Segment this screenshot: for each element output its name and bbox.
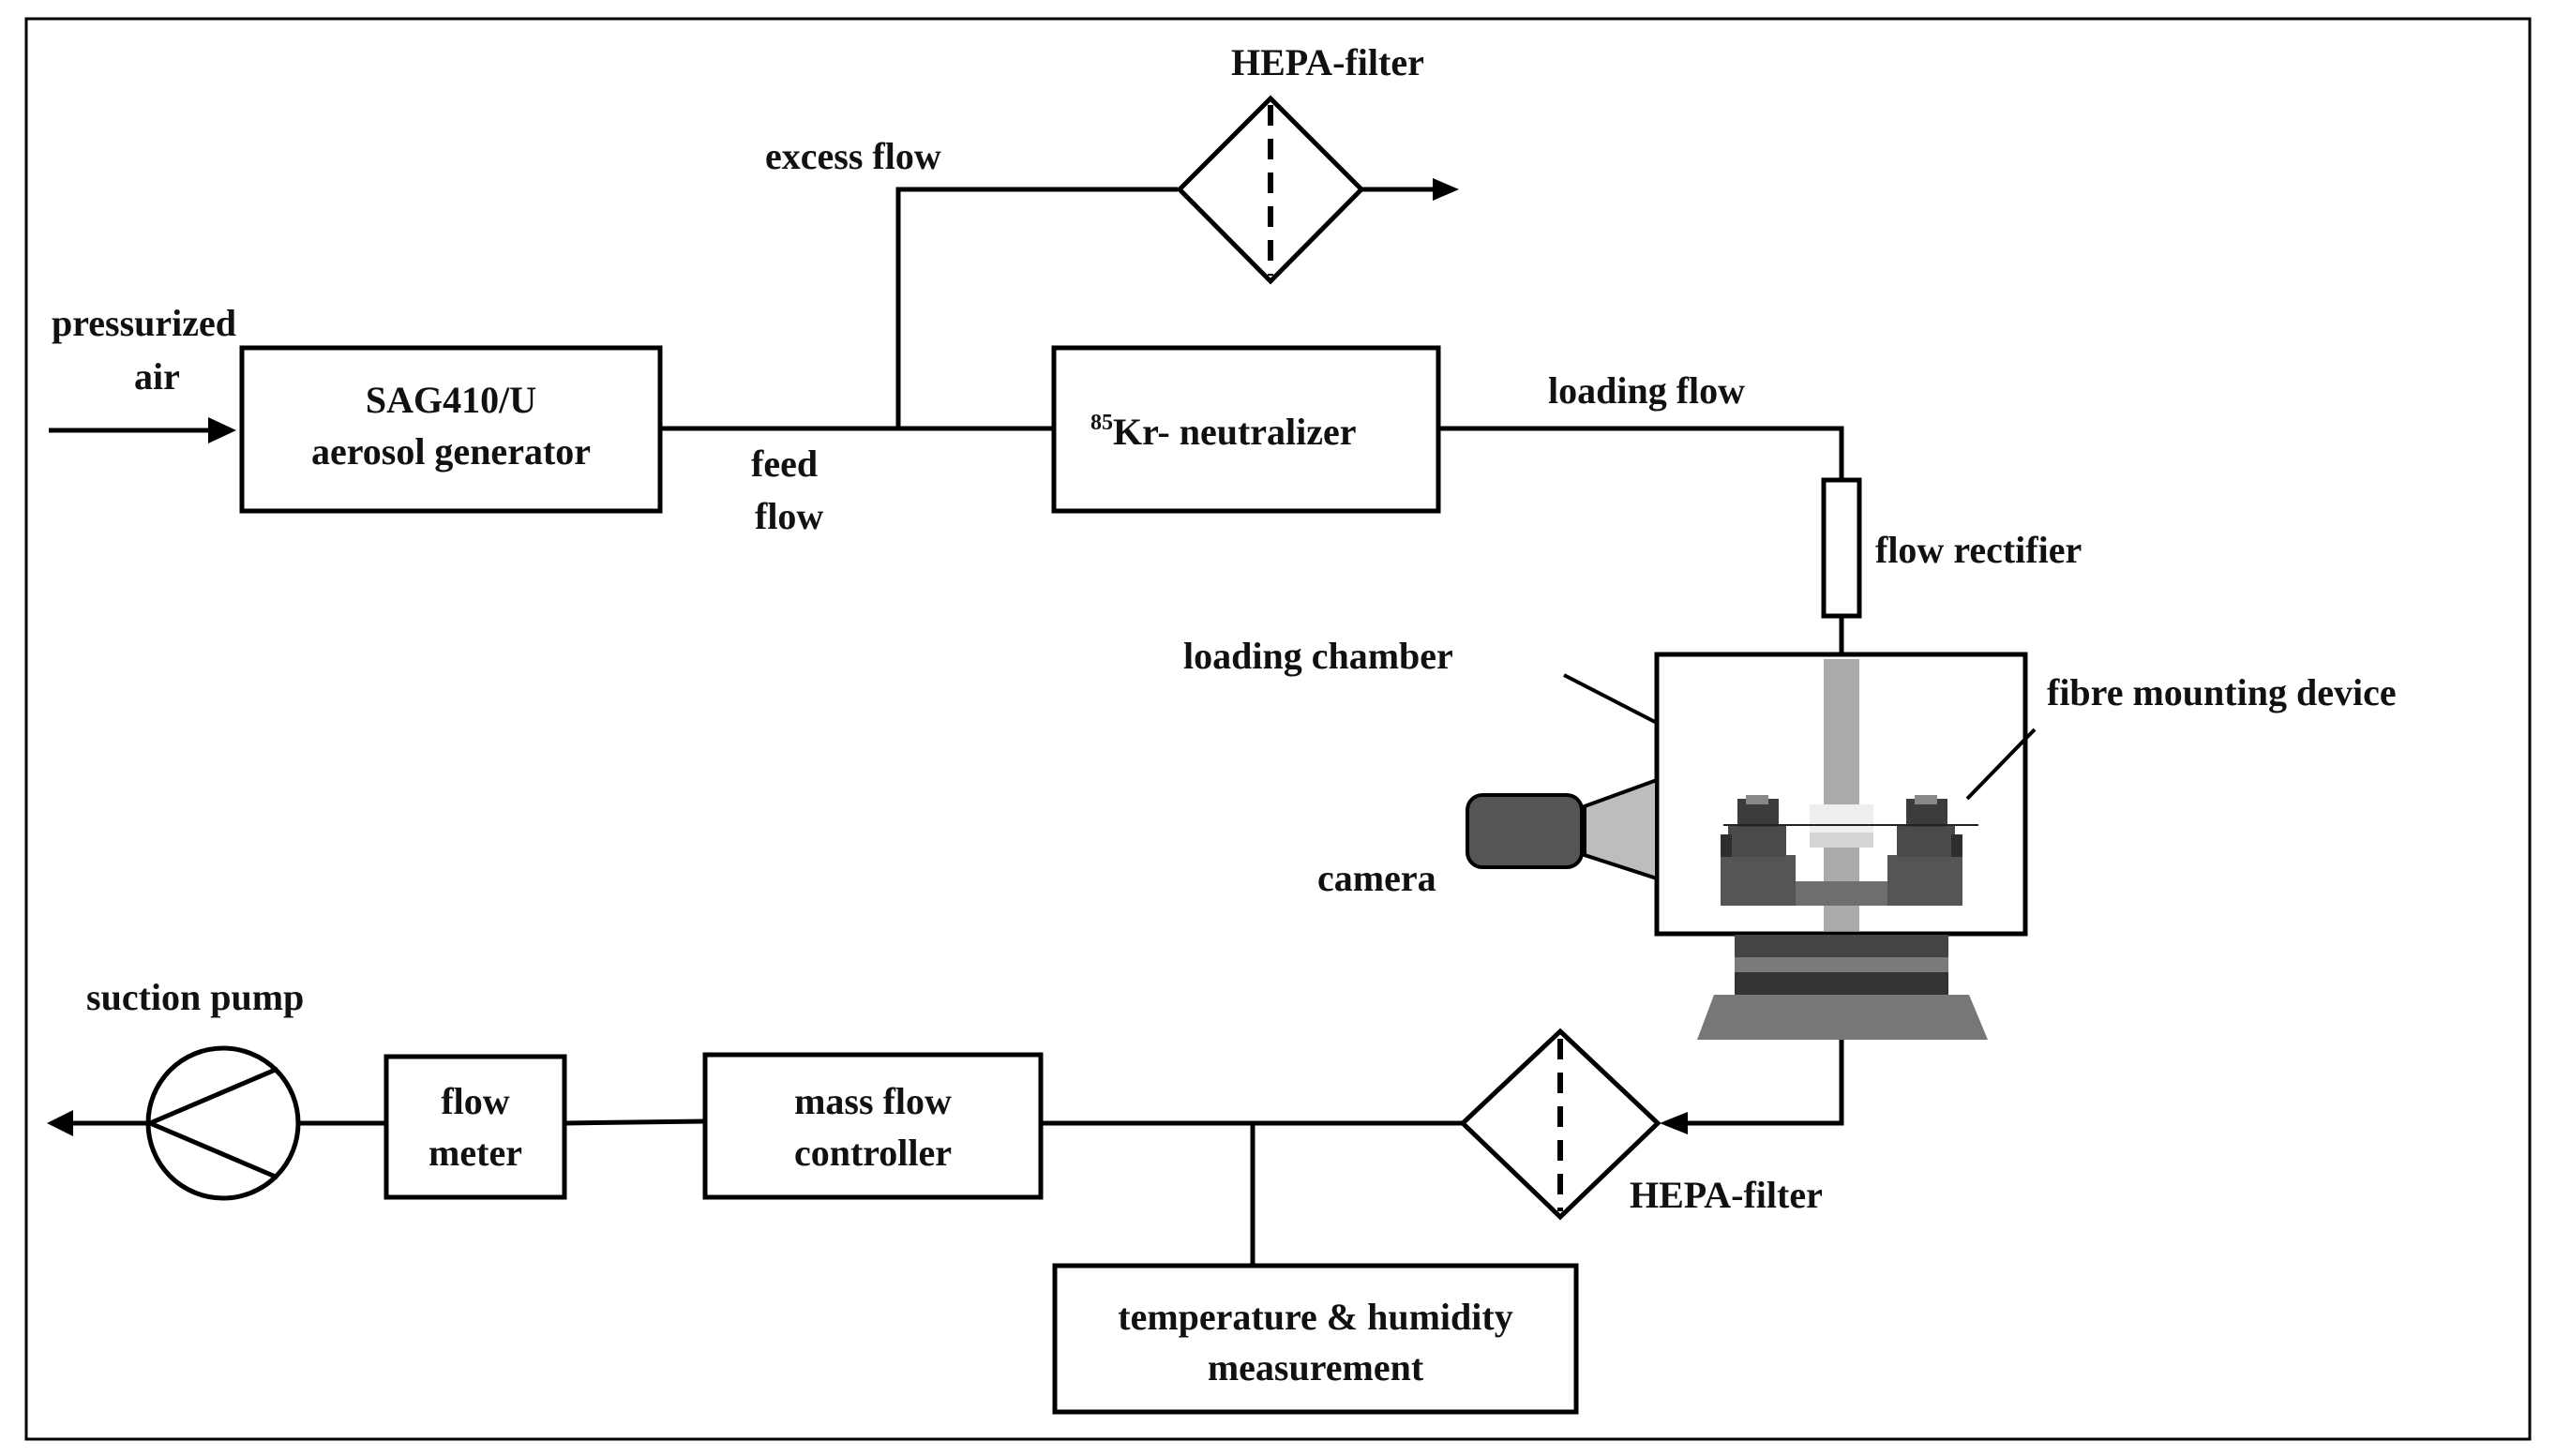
stand-base xyxy=(1697,995,1988,1040)
mount-left-mid xyxy=(1728,825,1786,857)
fibre-mounting-device xyxy=(1721,795,1978,906)
flow-meter-box xyxy=(383,1054,567,1200)
flow-meter-label-1: flow xyxy=(441,1080,509,1122)
mount-left-cap xyxy=(1746,795,1768,804)
feed-flow-label-1: feed xyxy=(751,443,818,485)
mount-left-side xyxy=(1721,834,1732,857)
camera-body xyxy=(1466,793,1584,869)
mass-flow-label-2: controller xyxy=(794,1132,952,1174)
mount-right-side xyxy=(1951,834,1962,857)
temp-humidity-label-2: measurement xyxy=(1208,1346,1424,1388)
flow-rectifier-label: flow rectifier xyxy=(1875,529,2082,571)
hepa-top-arrowhead xyxy=(1433,178,1459,201)
feed-flow-label-2: flow xyxy=(755,495,823,537)
camera-lens xyxy=(1583,777,1659,881)
hepa-filter-top-label: HEPA-filter xyxy=(1231,41,1424,83)
mount-left-block xyxy=(1721,855,1796,906)
pressurized-air-label-2: air xyxy=(134,355,180,398)
aerosol-generator-box xyxy=(239,345,663,514)
chamber-outlet-arrowhead xyxy=(1660,1112,1688,1134)
fibre-mounting-pointer xyxy=(1965,728,2037,801)
pump-blade-upper xyxy=(149,1066,278,1126)
flow-rectifier xyxy=(1821,477,1862,619)
camera-label: camera xyxy=(1317,857,1436,899)
loading-flow-line xyxy=(1438,426,1844,480)
diagram-frame xyxy=(24,17,2532,1441)
excess-flow-line xyxy=(895,187,1178,428)
inlet-arrowhead xyxy=(208,417,236,443)
mfc-to-meter-line xyxy=(564,1118,706,1126)
mass-flow-controller-box xyxy=(702,1052,1044,1200)
column-window-2 xyxy=(1810,833,1873,848)
temp-humidity-label-1: temperature & humidity xyxy=(1118,1296,1512,1338)
aerosol-generator-label-2: aerosol generator xyxy=(311,430,591,473)
mount-right-block xyxy=(1887,855,1962,906)
pressurized-air-label: pressurized xyxy=(52,302,236,344)
loading-flow-label: loading flow xyxy=(1548,369,1745,412)
temp-humidity-box xyxy=(1052,1263,1579,1415)
column-window xyxy=(1810,804,1873,833)
aerosol-generator-label-1: SAG410/U xyxy=(366,379,536,421)
hepa-filter-bottom-label: HEPA-filter xyxy=(1630,1174,1823,1216)
loading-chamber-label: loading chamber xyxy=(1183,635,1453,677)
loading-chamber-pointer xyxy=(1563,673,1658,725)
camera-icon xyxy=(1466,777,1659,881)
chamber-outlet-line xyxy=(1678,1040,1844,1126)
stand-band-3 xyxy=(1735,972,1948,995)
flow-meter-label-2: meter xyxy=(429,1132,522,1174)
pump-exhaust-arrowhead xyxy=(47,1110,73,1136)
mass-flow-label-1: mass flow xyxy=(794,1080,952,1122)
suction-pump-label: suction pump xyxy=(86,976,304,1018)
stand-band-2 xyxy=(1735,957,1948,972)
excess-flow-label: excess flow xyxy=(765,135,941,177)
suction-pump-icon xyxy=(145,1045,301,1201)
stand-band-1 xyxy=(1735,935,1948,957)
kr-neutralizer-label: 85Kr- neutralizer xyxy=(1090,411,1357,453)
fibre-mounting-label: fibre mounting device xyxy=(2047,671,2397,713)
mount-right-cap xyxy=(1915,795,1937,804)
kr-neutralizer-box xyxy=(1051,345,1441,514)
pump-blade-lower xyxy=(149,1120,278,1180)
mount-right-mid xyxy=(1897,825,1955,857)
